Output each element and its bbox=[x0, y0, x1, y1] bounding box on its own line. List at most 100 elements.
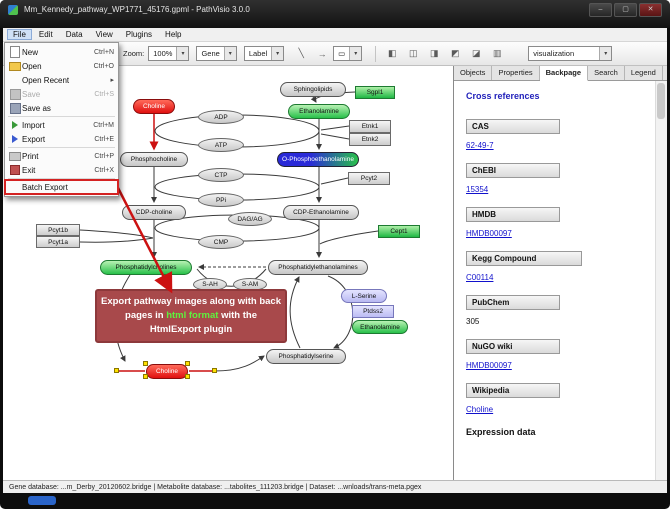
zoom-combobox[interactable]: 100% ▾ bbox=[148, 46, 190, 61]
file-menu-export[interactable]: Export Ctrl+E bbox=[5, 132, 118, 146]
title-bar: Mm_Kennedy_pathway_WP1771_45176.gpml - P… bbox=[0, 0, 670, 28]
scrollbar-thumb[interactable] bbox=[657, 83, 665, 119]
menu-edit[interactable]: Edit bbox=[38, 30, 53, 39]
node-phosphatidylethanolamines[interactable]: Phosphatidylethanolamines bbox=[268, 260, 368, 275]
node-pcyt1b[interactable]: Pcyt1b bbox=[36, 224, 80, 236]
label-combobox[interactable]: Label ▾ bbox=[243, 46, 285, 61]
node-ctp[interactable]: CTP bbox=[198, 168, 244, 182]
node-dag[interactable]: DAG/AG bbox=[228, 212, 272, 226]
xref-link-nugo[interactable]: HMDB00097 bbox=[466, 361, 512, 370]
node-ethanolamine-right[interactable]: Ethanolamine bbox=[352, 320, 408, 334]
open-folder-icon bbox=[8, 61, 22, 71]
menu-file[interactable]: File bbox=[7, 29, 32, 40]
node-etnk1[interactable]: Etnk1 bbox=[349, 120, 391, 133]
node-etnk2[interactable]: Etnk2 bbox=[349, 133, 391, 146]
distribute-icon[interactable]: ▥ bbox=[493, 48, 502, 58]
node-pcyt1a[interactable]: Pcyt1a bbox=[36, 236, 80, 248]
import-icon bbox=[8, 121, 22, 129]
new-document-icon bbox=[8, 46, 22, 58]
tab-properties[interactable]: Properties bbox=[492, 66, 540, 80]
xref-header-wikipedia: Wikipedia bbox=[466, 383, 560, 398]
align-bottom-icon[interactable]: ◪ bbox=[472, 48, 481, 58]
callout-line-2: pages in html format with the bbox=[125, 309, 257, 321]
file-menu-save-as[interactable]: Save as bbox=[5, 101, 118, 115]
node-cdp-ethanolamine[interactable]: CDP-Ethanolamine bbox=[283, 205, 359, 220]
node-phosphatidylcholines[interactable]: Phosphatidylcholines bbox=[100, 260, 192, 275]
file-menu-import[interactable]: Import Ctrl+M bbox=[5, 118, 118, 132]
menu-data[interactable]: Data bbox=[65, 30, 83, 39]
node-adp[interactable]: ADP bbox=[198, 110, 244, 124]
xref-link-chebi[interactable]: 15354 bbox=[466, 185, 489, 194]
node-ppi[interactable]: PPi bbox=[198, 193, 244, 207]
selection-handle[interactable] bbox=[114, 368, 119, 373]
minimize-button[interactable]: – bbox=[589, 3, 612, 17]
node-cdp-choline[interactable]: CDP-choline bbox=[122, 205, 186, 220]
menu-separator bbox=[8, 147, 115, 148]
node-pcyt2[interactable]: Pcyt2 bbox=[348, 172, 390, 185]
node-phosphocholine[interactable]: Phosphocholine bbox=[120, 152, 188, 167]
node-choline-selected[interactable]: Choline bbox=[146, 364, 188, 379]
export-icon bbox=[8, 135, 22, 143]
tab-objects[interactable]: Objects bbox=[454, 66, 493, 80]
dropdown-arrow-icon: ▾ bbox=[176, 47, 189, 60]
file-menu-exit[interactable]: Exit Ctrl+X bbox=[5, 163, 118, 177]
xref-link-wikipedia[interactable]: Choline bbox=[466, 405, 494, 414]
align-left-icon[interactable]: ◧ bbox=[388, 48, 397, 58]
window-controls: – ▢ ✕ bbox=[589, 3, 662, 17]
file-menu-save[interactable]: Save Ctrl+S bbox=[5, 87, 118, 101]
xref-link-hmdb[interactable]: HMDB00097 bbox=[466, 229, 512, 238]
menu-plugins[interactable]: Plugins bbox=[125, 30, 153, 39]
file-menu-open[interactable]: Open Ctrl+O bbox=[5, 59, 118, 73]
side-panel-scrollbar[interactable] bbox=[655, 81, 667, 480]
selection-handle[interactable] bbox=[212, 368, 217, 373]
node-sphingolipids[interactable]: Sphingolipids bbox=[280, 82, 346, 97]
file-menu-new[interactable]: New Ctrl+N bbox=[5, 45, 118, 59]
selection-handle[interactable] bbox=[143, 361, 148, 366]
node-cmp[interactable]: CMP bbox=[198, 235, 244, 249]
save-icon bbox=[8, 88, 22, 100]
node-l-serine[interactable]: L-Serine bbox=[341, 289, 387, 303]
status-text: Gene database: ...m_Derby_20120602.bridg… bbox=[9, 483, 422, 491]
node-o-phosphoethanolamine[interactable]: O-Phosphoethanolamine bbox=[277, 152, 359, 167]
xref-header-nugo: NuGO wiki bbox=[466, 339, 560, 354]
file-menu-open-recent[interactable]: Open Recent ▸ bbox=[22, 75, 114, 85]
dropdown-arrow-icon: ▾ bbox=[271, 47, 284, 60]
xref-link-kegg[interactable]: C00114 bbox=[466, 273, 494, 282]
menu-bar: File Edit Data View Plugins Help bbox=[3, 28, 667, 42]
node-choline-top[interactable]: Choline bbox=[133, 99, 175, 114]
file-menu-print[interactable]: Print Ctrl+P bbox=[5, 149, 118, 163]
close-button[interactable]: ✕ bbox=[639, 3, 662, 17]
maximize-button[interactable]: ▢ bbox=[614, 3, 637, 17]
menu-view[interactable]: View bbox=[95, 30, 113, 39]
line-tool-icon[interactable]: ╲ bbox=[298, 48, 304, 58]
selection-handle[interactable] bbox=[185, 374, 190, 379]
selection-handle[interactable] bbox=[185, 361, 190, 366]
selection-handle[interactable] bbox=[143, 374, 148, 379]
submenu-arrow-icon: ▸ bbox=[110, 77, 114, 84]
xref-link-cas[interactable]: 62-49-7 bbox=[466, 141, 494, 150]
node-cept1[interactable]: Cept1 bbox=[378, 225, 420, 238]
tab-legend[interactable]: Legend bbox=[624, 66, 663, 80]
highlighted-text: html format bbox=[166, 309, 219, 321]
cross-references-heading: Cross references bbox=[466, 91, 540, 101]
tab-search[interactable]: Search bbox=[588, 66, 625, 80]
tab-backpage[interactable]: Backpage bbox=[539, 66, 589, 81]
node-phosphatidylserine[interactable]: Phosphatidylserine bbox=[266, 349, 346, 364]
align-top-icon[interactable]: ◩ bbox=[451, 48, 460, 58]
xref-header-cas: CAS bbox=[466, 119, 560, 134]
backpage-content: Cross references CAS 62-49-7 ChEBI 15354… bbox=[454, 81, 655, 480]
node-sgpl1[interactable]: Sgpl1 bbox=[355, 86, 395, 99]
align-center-icon[interactable]: ◫ bbox=[409, 48, 418, 58]
shape-tool-combobox[interactable]: ▭ ▾ bbox=[333, 46, 363, 61]
menu-help[interactable]: Help bbox=[165, 30, 182, 39]
xref-header-chebi: ChEBI bbox=[466, 163, 560, 178]
arrow-tool-icon[interactable]: → bbox=[317, 48, 327, 59]
visualization-combobox[interactable]: visualization ▾ bbox=[528, 46, 613, 61]
file-menu-batch-export[interactable]: Batch Export bbox=[4, 179, 119, 195]
align-right-icon[interactable]: ◨ bbox=[430, 48, 439, 58]
node-ethanolamine[interactable]: Ethanolamine bbox=[288, 104, 350, 119]
node-ptdss2[interactable]: Ptdss2 bbox=[352, 305, 394, 318]
xref-header-hmdb: HMDB bbox=[466, 207, 560, 222]
node-atp[interactable]: ATP bbox=[198, 138, 244, 152]
gene-node-combobox[interactable]: Gene ▾ bbox=[196, 46, 237, 61]
